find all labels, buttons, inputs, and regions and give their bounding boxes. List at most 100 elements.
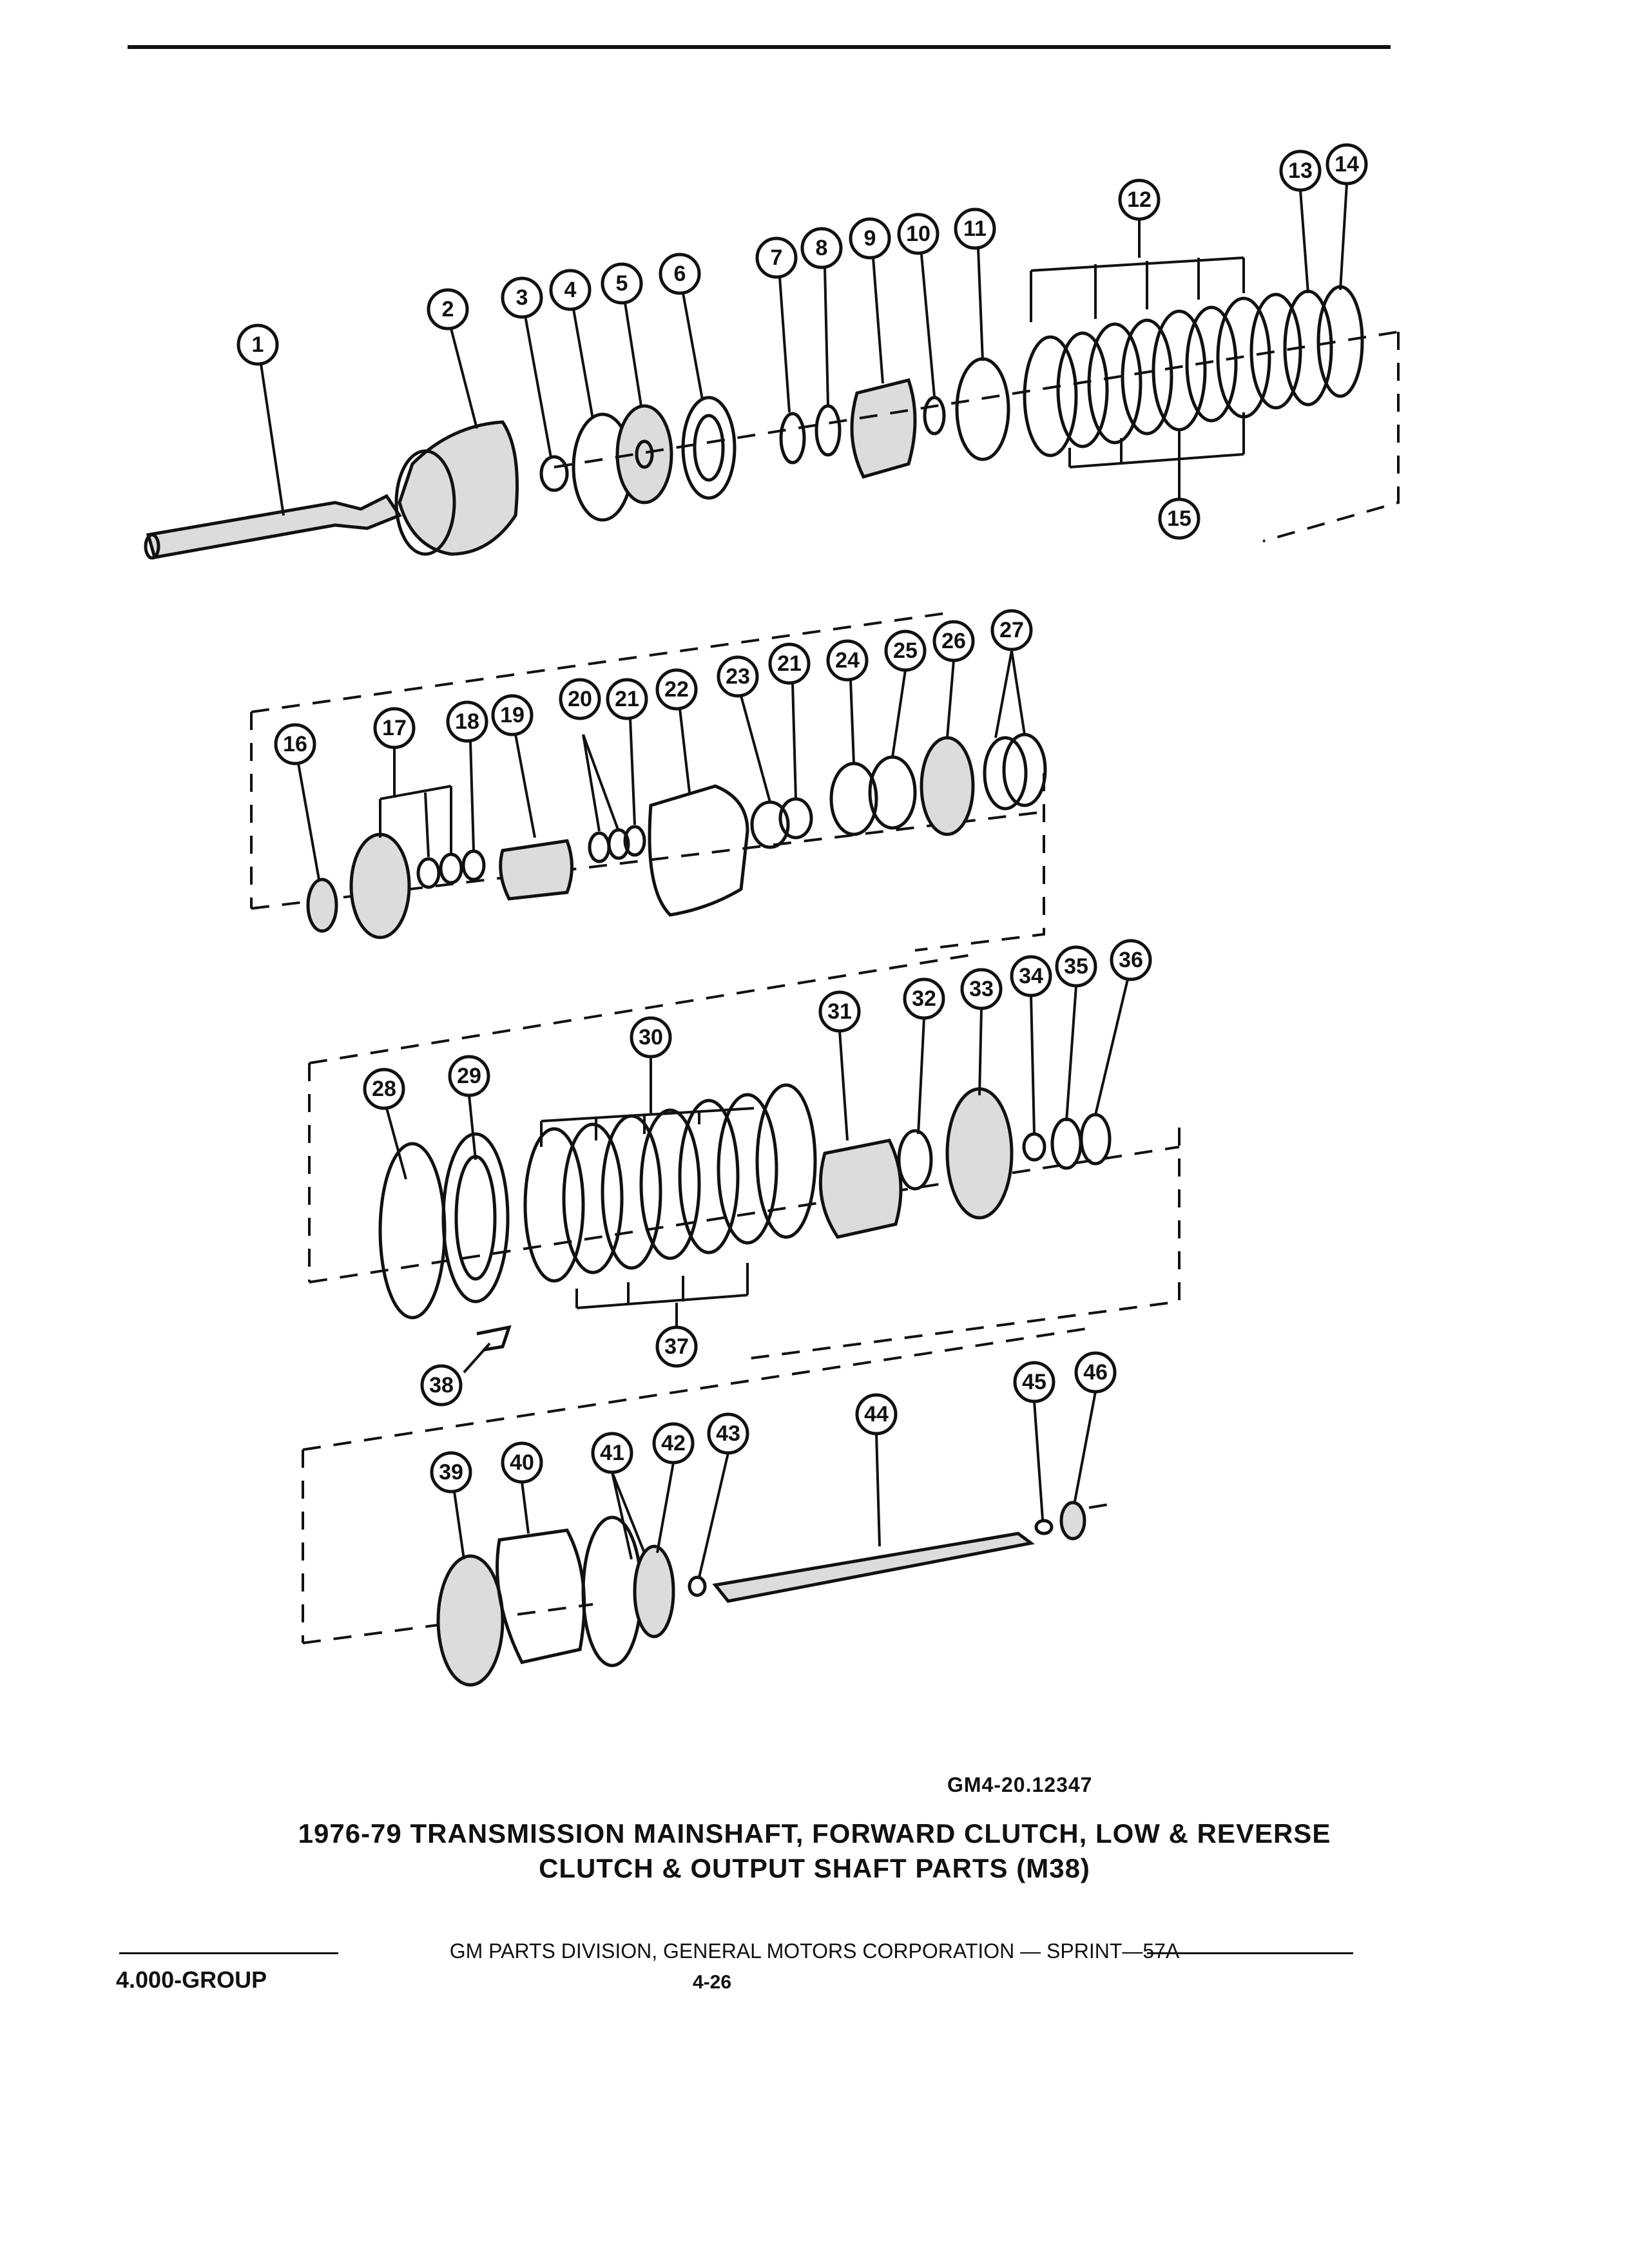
svg-text:8: 8: [816, 236, 828, 260]
callout-33: 33: [960, 968, 1003, 1010]
callout-20: 20: [559, 678, 601, 720]
callout-37: 37: [655, 1325, 698, 1368]
svg-text:33: 33: [969, 977, 994, 1001]
callout-17: 17: [373, 707, 416, 749]
callout-28: 28: [363, 1068, 405, 1110]
svg-text:45: 45: [1022, 1370, 1046, 1394]
svg-text:46: 46: [1083, 1360, 1108, 1385]
callout-4: 4: [549, 269, 592, 311]
svg-text:23: 23: [726, 664, 750, 689]
callout-22: 22: [655, 668, 698, 711]
callout-14: 14: [1325, 143, 1368, 186]
callout-39: 39: [430, 1451, 472, 1494]
retainer-38-part: [476, 1325, 512, 1352]
callout-43: 43: [707, 1412, 749, 1455]
callout-40: 40: [501, 1441, 543, 1484]
callout-9: 9: [849, 217, 891, 260]
planet-carrier-31-part: [818, 1139, 903, 1239]
callout-21b: 21: [768, 642, 811, 685]
output-carrier-40-part: [496, 1528, 586, 1664]
svg-text:34: 34: [1019, 964, 1043, 988]
callout-1: 1: [236, 323, 279, 366]
page-number: 4-26: [693, 1972, 732, 1993]
callout-13: 13: [1279, 149, 1322, 192]
row-3-leader-lines: [385, 979, 1129, 1374]
row-4-leader-lines: [453, 1391, 1097, 1578]
svg-text:42: 42: [661, 1431, 686, 1456]
svg-text:22: 22: [664, 677, 689, 702]
figure-title-line-1: 1976-79 TRANSMISSION MAINSHAFT, FORWARD …: [298, 1818, 1331, 1849]
svg-text:1: 1: [252, 332, 264, 357]
callout-32: 32: [903, 977, 945, 1020]
callout-26: 26: [932, 620, 975, 662]
callout-23: 23: [717, 655, 759, 698]
svg-text:44: 44: [864, 1402, 889, 1427]
callout-19: 19: [491, 694, 534, 736]
svg-text:17: 17: [382, 716, 407, 740]
svg-text:24: 24: [835, 648, 860, 673]
callout-5: 5: [601, 262, 643, 305]
row-2-parts: [250, 611, 1047, 952]
footer-rule-right: [1147, 1952, 1353, 1954]
row-4-parts: [302, 1326, 1109, 1687]
svg-text:18: 18: [455, 709, 479, 734]
row-1-leader-lines: [260, 183, 1348, 516]
callout-7: 7: [755, 236, 798, 279]
svg-text:15: 15: [1167, 506, 1191, 531]
callout-44: 44: [855, 1393, 898, 1436]
row-3-parts: [308, 952, 1181, 1361]
svg-text:16: 16: [283, 732, 307, 756]
svg-text:3: 3: [516, 285, 528, 310]
callout-25: 25: [884, 629, 927, 672]
callout-34: 34: [1010, 955, 1052, 997]
callout-8: 8: [800, 227, 843, 269]
callout-3: 3: [501, 276, 543, 319]
svg-text:35: 35: [1064, 954, 1088, 979]
callout-38: 38: [420, 1364, 463, 1407]
svg-text:21: 21: [777, 651, 802, 676]
svg-text:43: 43: [716, 1421, 740, 1446]
drawing-reference-code: GM4-20.12347: [947, 1773, 1093, 1796]
svg-text:19: 19: [500, 703, 525, 727]
callout-18: 18: [446, 700, 488, 743]
svg-text:10: 10: [906, 222, 930, 246]
exploded-parts-diagram: 1 2 3 4 5 6 7 8 9 10 11 12 13 14 15 16 1…: [144, 143, 1400, 1687]
callout-46: 46: [1074, 1351, 1117, 1394]
svg-text:2: 2: [442, 297, 454, 322]
clutch-hub-part: [850, 378, 917, 479]
callout-41: 41: [591, 1432, 633, 1474]
callout-11: 11: [954, 207, 996, 250]
svg-text:21: 21: [615, 687, 639, 711]
callout-36: 36: [1110, 939, 1152, 981]
svg-text:29: 29: [457, 1064, 481, 1088]
callout-30: 30: [630, 1016, 672, 1059]
clutch-drum-22-part: [648, 784, 749, 917]
callout-10: 10: [897, 213, 940, 255]
svg-text:39: 39: [439, 1460, 463, 1485]
footer-rule-left: [119, 1952, 338, 1954]
callout-24: 24: [826, 639, 869, 682]
svg-text:27: 27: [999, 618, 1024, 642]
callout-15: 15: [1158, 497, 1200, 540]
svg-text:4: 4: [564, 278, 577, 302]
callout-27: 27: [990, 609, 1033, 651]
footer-publisher: GM PARTS DIVISION, GENERAL MOTORS CORPOR…: [449, 1939, 1180, 1963]
svg-text:5: 5: [616, 271, 628, 296]
svg-text:7: 7: [771, 245, 783, 270]
callout-45: 45: [1013, 1361, 1055, 1403]
svg-text:25: 25: [893, 639, 918, 663]
output-shaft-44-part: [712, 1532, 1036, 1603]
forward-clutch-housing-part: [398, 420, 519, 556]
callout-2: 2: [427, 288, 469, 331]
svg-text:9: 9: [864, 226, 876, 251]
callout-21a: 21: [606, 678, 648, 720]
svg-text:13: 13: [1288, 159, 1313, 183]
sun-gear-part: [499, 839, 574, 901]
svg-text:37: 37: [664, 1334, 689, 1359]
svg-text:6: 6: [674, 262, 686, 286]
svg-text:38: 38: [429, 1373, 454, 1398]
callout-42: 42: [652, 1422, 695, 1465]
clutch-pack-30-37: [523, 1083, 817, 1283]
svg-text:20: 20: [568, 687, 592, 711]
svg-text:11: 11: [963, 216, 987, 241]
